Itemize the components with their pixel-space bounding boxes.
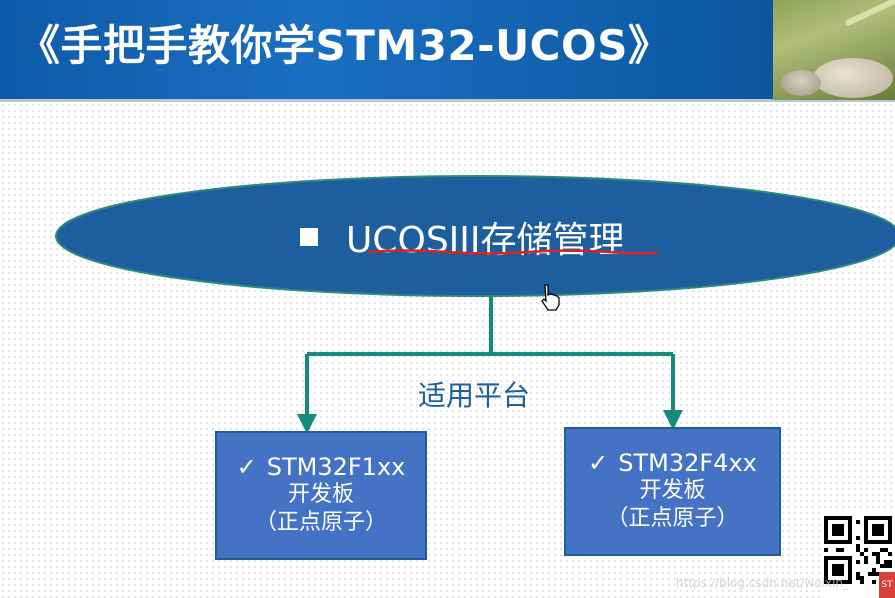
- checkmark-icon: ✓: [236, 453, 257, 481]
- board-line-2: （正点原子）: [606, 506, 739, 531]
- board-box-f1: ✓ STM32F1xx 开发板 （正点原子）: [215, 431, 427, 560]
- topic-ellipse: [55, 175, 895, 297]
- board-title: ✓ STM32F4xx: [566, 449, 779, 477]
- hand-cursor-icon: [541, 284, 560, 311]
- photo-pebble-small: [781, 70, 821, 96]
- title-banner: 《手把手教你学STM32-UCOS》: [0, 0, 895, 102]
- board-line-1: 开发板: [639, 478, 706, 503]
- bullet-square-icon: [300, 228, 318, 246]
- platform-label: 适用平台: [418, 379, 531, 412]
- checkmark-icon: ✓: [588, 449, 609, 477]
- topic-text: UCOSIII存储管理: [346, 220, 625, 261]
- board-line-2: （正点原子）: [254, 510, 387, 535]
- banner-photo: [773, 0, 895, 100]
- banner-title: 《手把手教你学STM32-UCOS》: [18, 21, 671, 70]
- board-line-1: 开发板: [287, 482, 354, 507]
- red-underline: [368, 249, 658, 255]
- board-box-f4: ✓ STM32F4xx 开发板 （正点原子）: [564, 427, 781, 556]
- board-title: ✓ STM32F1xx: [217, 453, 425, 481]
- board-name: STM32F1xx: [266, 453, 406, 481]
- corner-badge: ST: [879, 572, 895, 598]
- board-name: STM32F4xx: [618, 449, 757, 477]
- watermark: https://blog.csdn.net/weixin_: [676, 576, 849, 590]
- photo-pebble: [813, 58, 893, 98]
